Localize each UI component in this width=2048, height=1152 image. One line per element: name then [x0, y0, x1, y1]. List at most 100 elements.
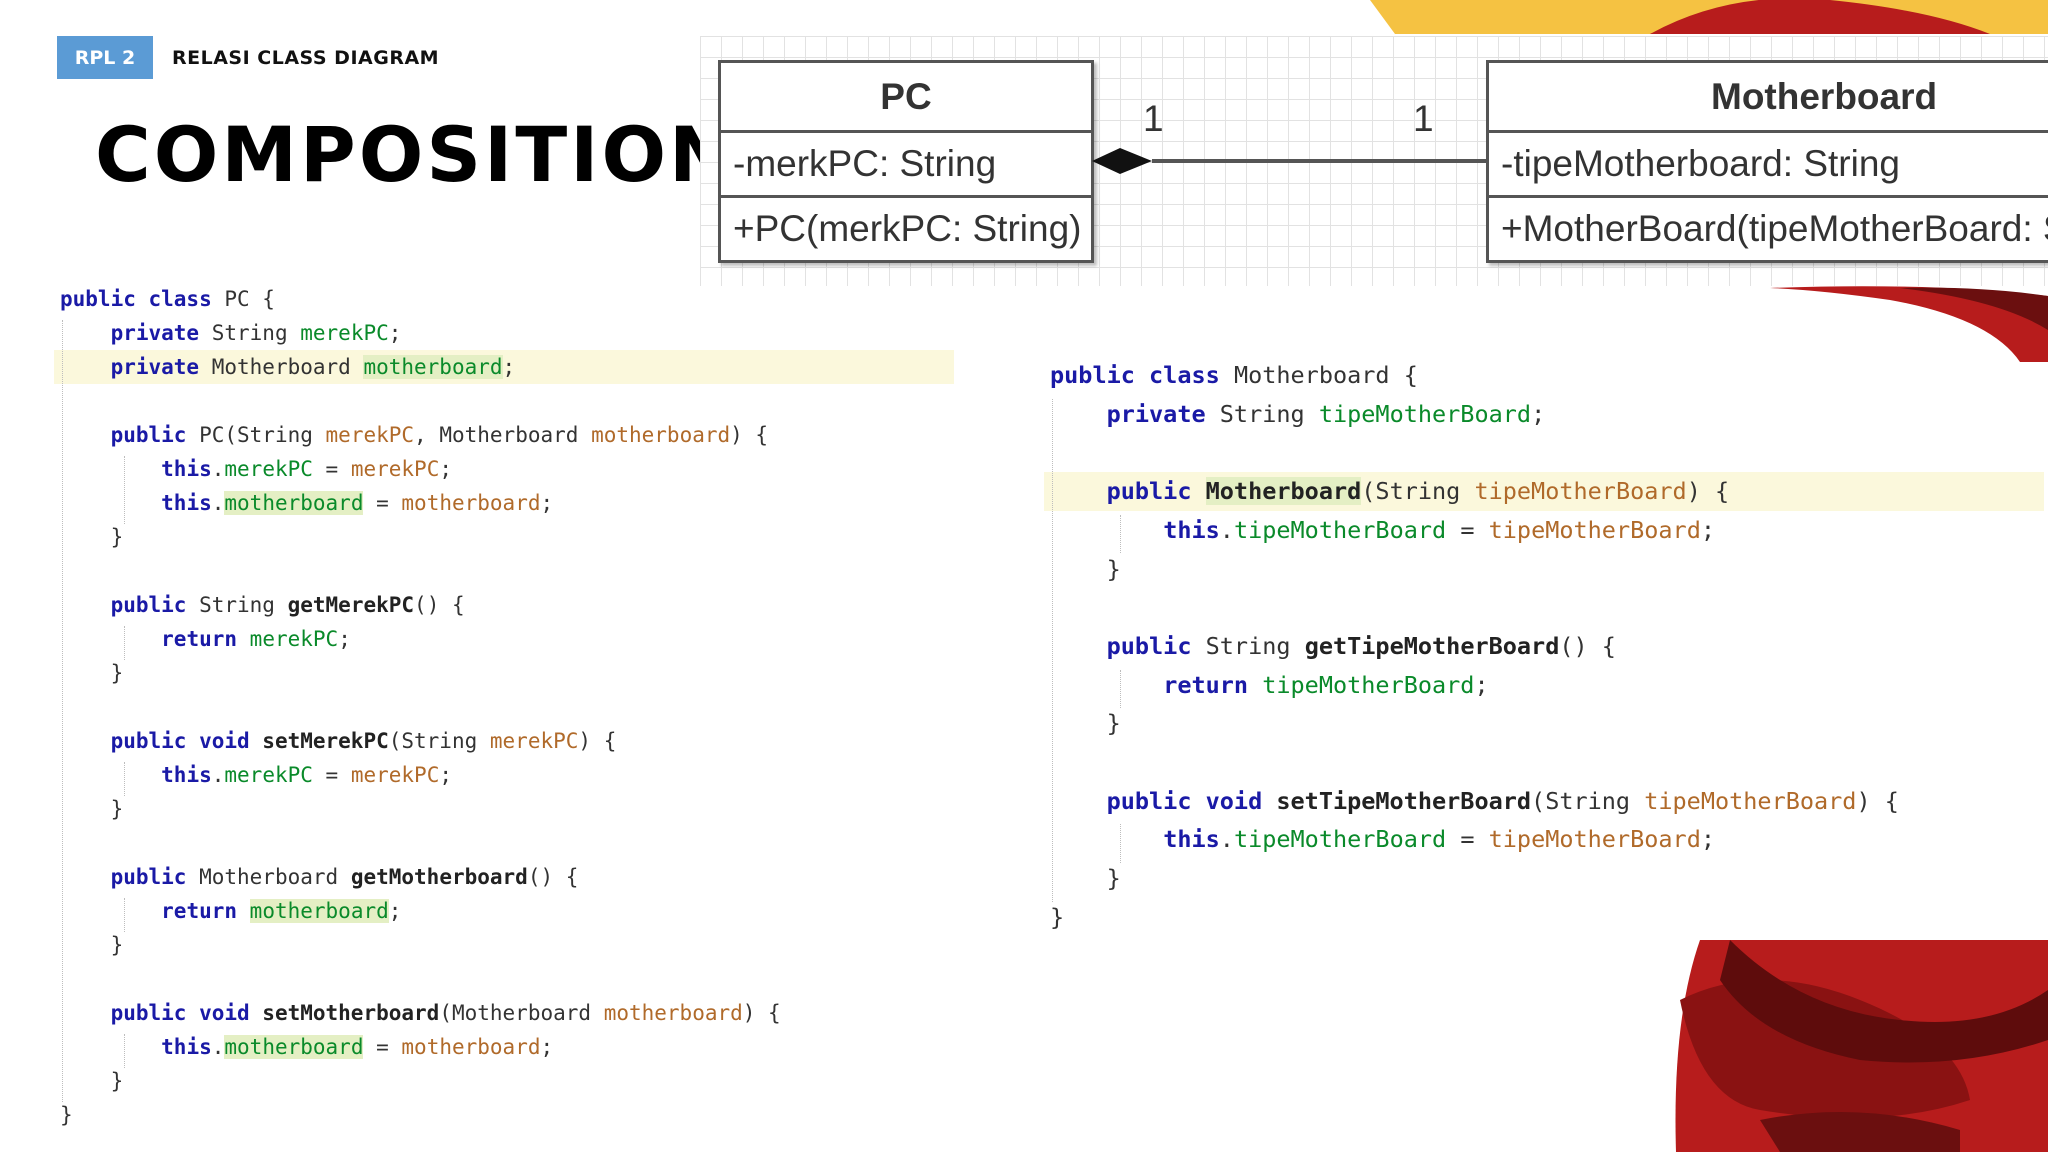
- code-token: motherboard: [224, 491, 364, 515]
- indent-guide: [124, 762, 125, 796]
- code-line: public void setMotherboard(Motherboard m…: [60, 996, 781, 1030]
- code-line: public String getMerekPC() {: [60, 588, 465, 622]
- code-token: ) {: [1856, 786, 1899, 815]
- code-token: Motherboard: [199, 865, 351, 889]
- code-token: String: [1205, 631, 1305, 660]
- code-token: this: [161, 763, 212, 787]
- slide-title: COMPOSITION: [95, 110, 736, 199]
- code-token: merekPC: [224, 457, 313, 481]
- code-token: return: [1163, 670, 1263, 699]
- code-token: [60, 899, 161, 923]
- code-token: =: [363, 491, 402, 515]
- code-token: return: [161, 627, 250, 651]
- code-token: merekPC: [325, 423, 415, 447]
- code-line: public Motherboard(String tipeMotherBoar…: [1050, 472, 1729, 511]
- code-class-pc: public class PC { private String merekPC…: [54, 282, 960, 1132]
- code-token: motherboard: [603, 1001, 743, 1025]
- code-line: private String merekPC;: [60, 316, 402, 350]
- code-line: this.merekPC = merekPC;: [60, 758, 452, 792]
- code-token: .: [1219, 515, 1234, 544]
- code-token: [60, 491, 161, 515]
- code-token: private: [110, 321, 212, 345]
- code-token: ;: [338, 627, 351, 651]
- code-token: (String: [1531, 786, 1645, 815]
- code-line: }: [60, 928, 124, 962]
- code-token: ;: [1700, 825, 1716, 854]
- indent-guide: [1120, 824, 1121, 864]
- code-line: this.merekPC = merekPC;: [60, 452, 452, 486]
- code-token: =: [1446, 825, 1489, 854]
- code-token: [1050, 516, 1163, 544]
- code-token: merekPC: [249, 627, 339, 651]
- uml-attribute: -tipeMotherboard: String: [1489, 130, 2048, 195]
- code-line: this.tipeMotherBoard = tipeMotherBoard;: [1050, 820, 1715, 859]
- code-token: [60, 1001, 111, 1025]
- code-line: public Motherboard getMotherboard() {: [60, 860, 579, 894]
- code-token: ;: [1700, 515, 1716, 544]
- code-token: motherboard: [591, 423, 731, 447]
- indent-guide: [124, 456, 125, 524]
- indent-guide: [124, 626, 125, 660]
- code-token: tipeMotherBoard: [1474, 477, 1687, 506]
- code-token: public: [110, 423, 200, 447]
- code-token: }: [60, 661, 124, 685]
- code-token: () {: [527, 865, 579, 889]
- code-token: ) {: [730, 423, 769, 447]
- code-token: merekPC: [489, 729, 579, 753]
- code-line: }: [60, 656, 124, 690]
- code-token: setTipeMotherBoard: [1276, 786, 1532, 815]
- code-token: motherboard: [401, 491, 541, 515]
- code-token: [1050, 671, 1163, 699]
- code-token: merekPC: [224, 763, 313, 787]
- code-token: ) {: [578, 729, 617, 753]
- uml-operation: +MotherBoard(tipeMotherBoard: String): [1489, 195, 2048, 260]
- code-token: Motherboard {: [1233, 361, 1418, 389]
- code-token: getMerekPC: [287, 593, 415, 617]
- code-token: merekPC: [350, 763, 440, 787]
- code-line: this.tipeMotherBoard = tipeMotherBoard;: [1050, 511, 1715, 550]
- code-token: private: [1106, 399, 1220, 428]
- code-token: setMerekPC: [262, 729, 389, 753]
- code-token: ;: [540, 1035, 554, 1059]
- code-token: [60, 763, 161, 787]
- code-token: public: [110, 865, 200, 889]
- code-line: this.motherboard = motherboard;: [60, 486, 553, 520]
- code-token: .: [1219, 825, 1234, 854]
- code-token: [1050, 400, 1107, 428]
- code-token: ;: [1474, 670, 1489, 699]
- code-token: (Motherboard: [439, 1001, 604, 1025]
- code-token: () {: [414, 593, 465, 617]
- code-token: [60, 457, 161, 481]
- code-token: public void: [110, 1001, 263, 1025]
- code-token: =: [312, 763, 351, 787]
- code-token: [60, 593, 111, 617]
- section-title: RELASI CLASS DIAGRAM: [172, 46, 440, 69]
- code-line: public void setTipeMotherBoard(String ti…: [1050, 782, 1899, 821]
- code-token: this: [161, 1035, 212, 1059]
- code-token: .: [211, 457, 225, 481]
- code-line: }: [60, 1064, 124, 1098]
- code-token: [60, 1035, 161, 1059]
- code-token: return: [161, 899, 250, 923]
- code-token: (String: [388, 729, 490, 753]
- code-line: public void setMerekPC(String merekPC) {: [60, 724, 617, 758]
- code-token: motherboard: [363, 355, 503, 379]
- code-token: [60, 627, 161, 651]
- code-token: .: [211, 491, 225, 515]
- code-token: tipeMotherBoard: [1233, 515, 1447, 544]
- code-token: Motherboard: [211, 355, 364, 379]
- filled-diamond-icon: [1092, 148, 1152, 174]
- indent-guide: [124, 898, 125, 932]
- code-token: getTipeMotherBoard: [1304, 631, 1560, 660]
- code-line: }: [1050, 898, 1064, 937]
- code-line: private String tipeMotherBoard;: [1050, 395, 1546, 434]
- indent-guide: [1052, 398, 1053, 902]
- code-token: public: [110, 593, 200, 617]
- uml-attribute: -merkPC: String: [721, 130, 1091, 195]
- code-token: =: [312, 457, 351, 481]
- code-token: ;: [540, 491, 554, 515]
- code-token: String: [211, 321, 301, 345]
- multiplicity-motherboard: 1: [1413, 98, 1434, 139]
- code-token: PC(String: [199, 423, 326, 447]
- code-token: [1050, 632, 1107, 660]
